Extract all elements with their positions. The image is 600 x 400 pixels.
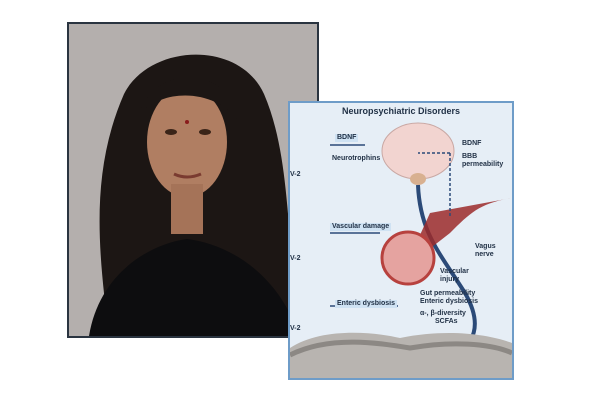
label-neurotrophins: Neurotrophins <box>332 155 381 162</box>
label-scfas: SCFAs <box>435 318 458 325</box>
portrait-photo <box>67 22 319 338</box>
label-cov-1: V-2 <box>290 171 301 178</box>
label-vascular-damage: Vascular damage <box>330 223 392 231</box>
label-bbb-permeability: BBB permeability <box>462 153 504 168</box>
diagram-title: Neuropsychiatric Disorders <box>341 106 461 116</box>
portrait-illustration <box>69 24 317 336</box>
diagram-graphics <box>290 122 512 378</box>
label-gut-permeability: Gut permeability <box>420 290 476 297</box>
label-bdnf-right: BDNF <box>462 140 482 147</box>
label-cov-3: V-2 <box>290 325 301 332</box>
label-diversity: α-, β-diversity <box>420 310 466 317</box>
label-enteric-dysbiosis-right: Enteric dysbiosis <box>420 298 478 305</box>
label-vagus-nerve: Vagus nerve <box>475 243 496 258</box>
label-cov-2: V-2 <box>290 255 301 262</box>
diagram-panel: Neuropsychiatric Disorders BDNF Neurotro… <box>288 101 514 380</box>
label-vascular-injury: Vascular injury <box>440 268 469 283</box>
label-bdnf-left: BDNF <box>335 134 359 142</box>
label-enteric-dysbiosis-left: Enteric dysbiosis <box>335 300 397 308</box>
